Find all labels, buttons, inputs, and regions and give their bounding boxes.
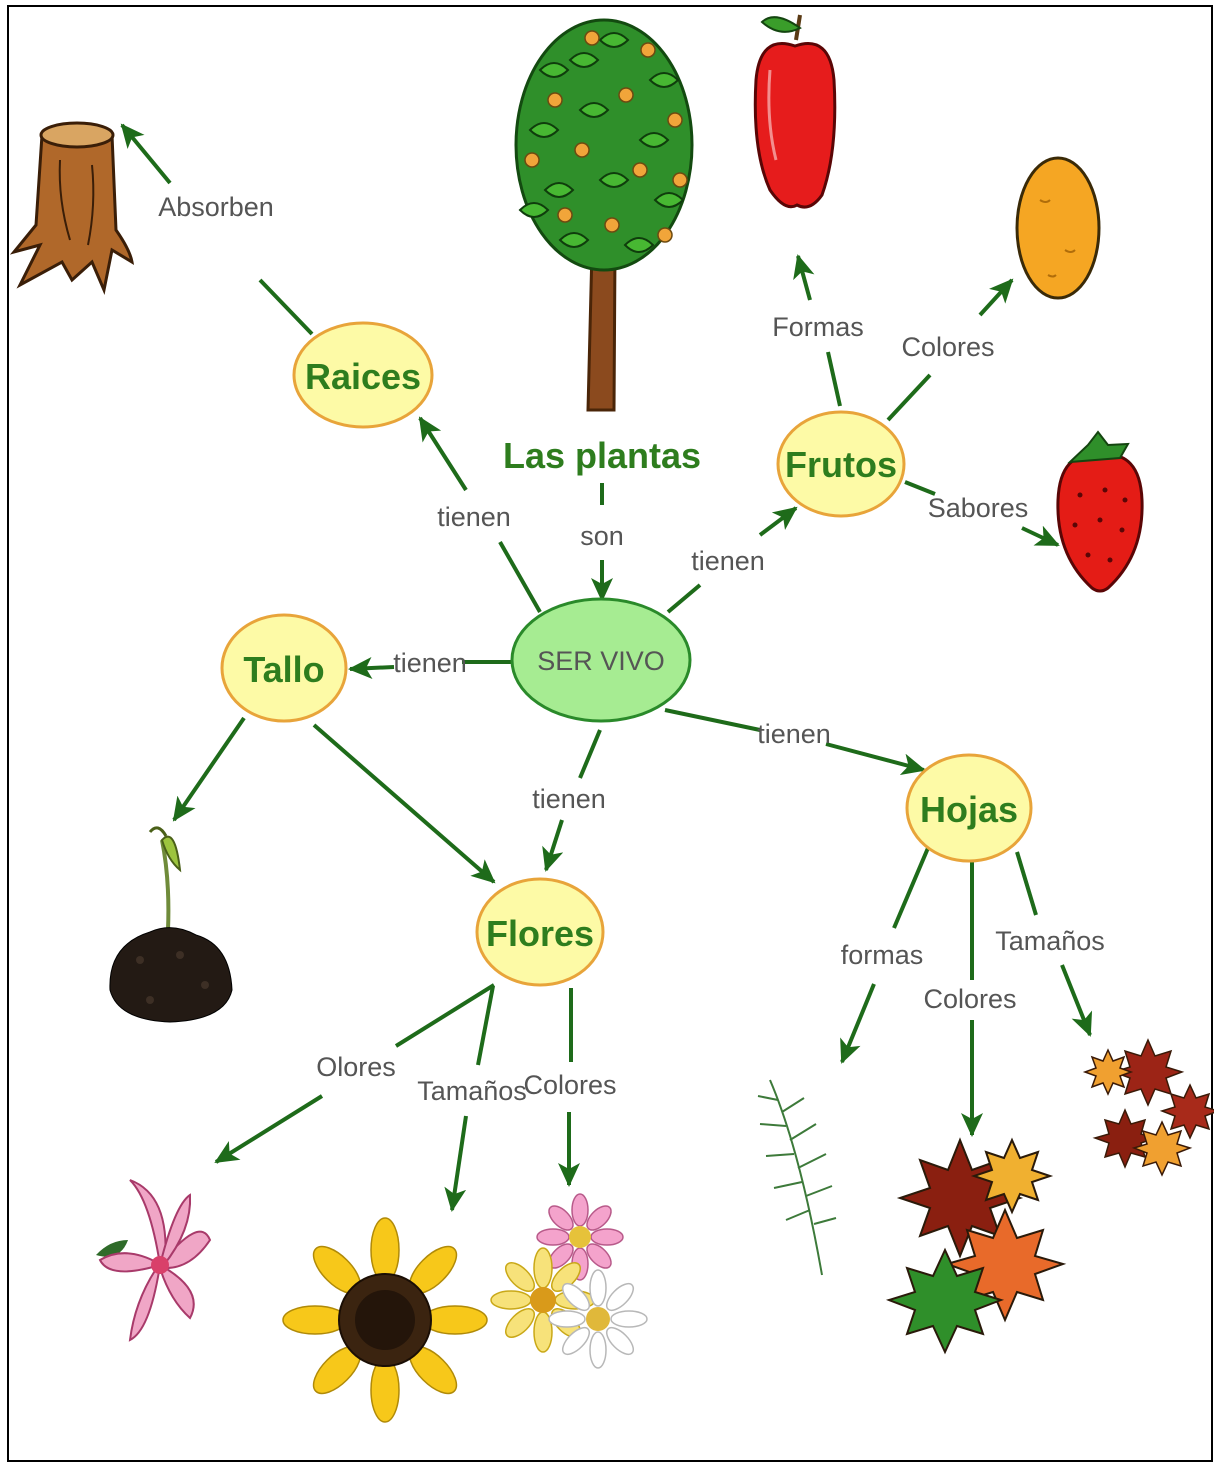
link-label-tienen-tallo: tienen bbox=[393, 648, 467, 678]
connector-tienen-tallo bbox=[350, 667, 394, 669]
link-label-absorben: Absorben bbox=[158, 192, 274, 222]
node-tallo: Tallo bbox=[222, 615, 346, 721]
page-title: Las plantas bbox=[503, 435, 701, 476]
link-label-colores-hojas: Colores bbox=[923, 984, 1016, 1014]
link-label-son: son bbox=[580, 521, 624, 551]
node-label-flores: Flores bbox=[486, 913, 594, 954]
link-label-tamanos-hojas: Tamaños bbox=[995, 926, 1105, 956]
node-center: SER VIVO bbox=[512, 599, 690, 721]
node-hojas: Hojas bbox=[907, 755, 1031, 861]
link-label-colores-frutos: Colores bbox=[901, 332, 994, 362]
link-label-tienen-raices: tienen bbox=[437, 502, 511, 532]
node-raices: Raices bbox=[294, 323, 432, 427]
node-frutos: Frutos bbox=[778, 412, 904, 516]
link-label-formas-hojas: formas bbox=[841, 940, 924, 970]
link-label-tienen-frutos: tienen bbox=[691, 546, 765, 576]
link-label-olores: Olores bbox=[316, 1052, 396, 1082]
node-label-frutos: Frutos bbox=[785, 444, 897, 485]
link-label-tamanos-flores: Tamaños bbox=[417, 1076, 527, 1106]
node-label-tallo: Tallo bbox=[243, 649, 324, 690]
node-label-hojas: Hojas bbox=[920, 789, 1018, 830]
center-label: SER VIVO bbox=[537, 646, 665, 676]
node-flores: Flores bbox=[477, 879, 603, 985]
node-label-raices: Raices bbox=[305, 356, 421, 397]
link-label-colores-flores: Colores bbox=[523, 1070, 616, 1100]
link-label-sabores: Sabores bbox=[928, 493, 1029, 523]
link-label-tienen-hojas: tienen bbox=[757, 719, 831, 749]
link-label-formas-frutos: Formas bbox=[772, 312, 864, 342]
link-label-tienen-flores: tienen bbox=[532, 784, 606, 814]
orange-icon bbox=[1017, 158, 1099, 298]
